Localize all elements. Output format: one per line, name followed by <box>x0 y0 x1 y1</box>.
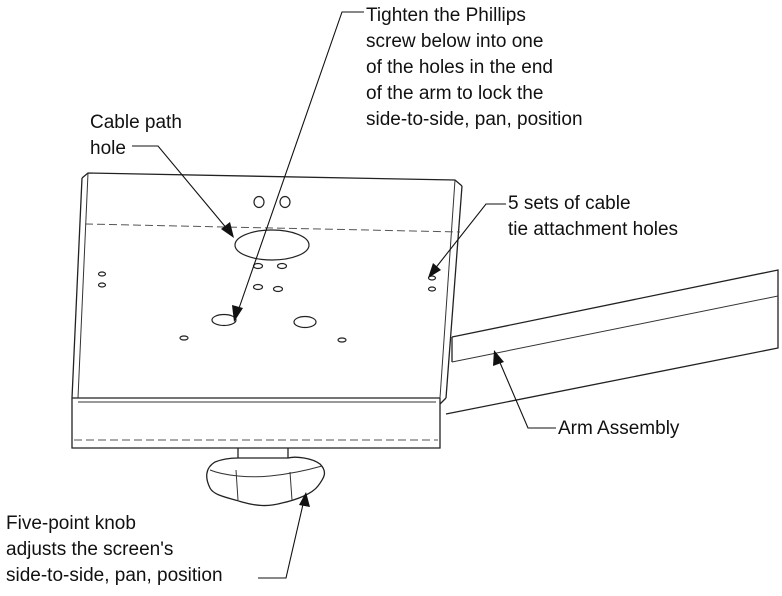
tray-holes <box>97 195 437 343</box>
callout-arm: Arm Assembly <box>558 418 680 439</box>
callout-cable-ties: 5 sets of cable tie attachment holes <box>508 193 679 240</box>
arm-assembly <box>445 269 779 415</box>
tray-plate <box>71 172 463 449</box>
leader-knob <box>258 492 310 579</box>
cable-path-hole <box>234 229 310 261</box>
leader-arm <box>493 350 556 429</box>
callout-phillips: Tighten the Phillips screw below into on… <box>366 5 583 130</box>
leader-cable-path <box>132 145 234 238</box>
callout-cable-path: Cable path hole <box>90 112 182 159</box>
leader-cable-ties <box>428 203 506 278</box>
callout-knob: Five-point knob adjusts the screen's sid… <box>6 513 223 586</box>
leader-phillips <box>232 11 364 322</box>
